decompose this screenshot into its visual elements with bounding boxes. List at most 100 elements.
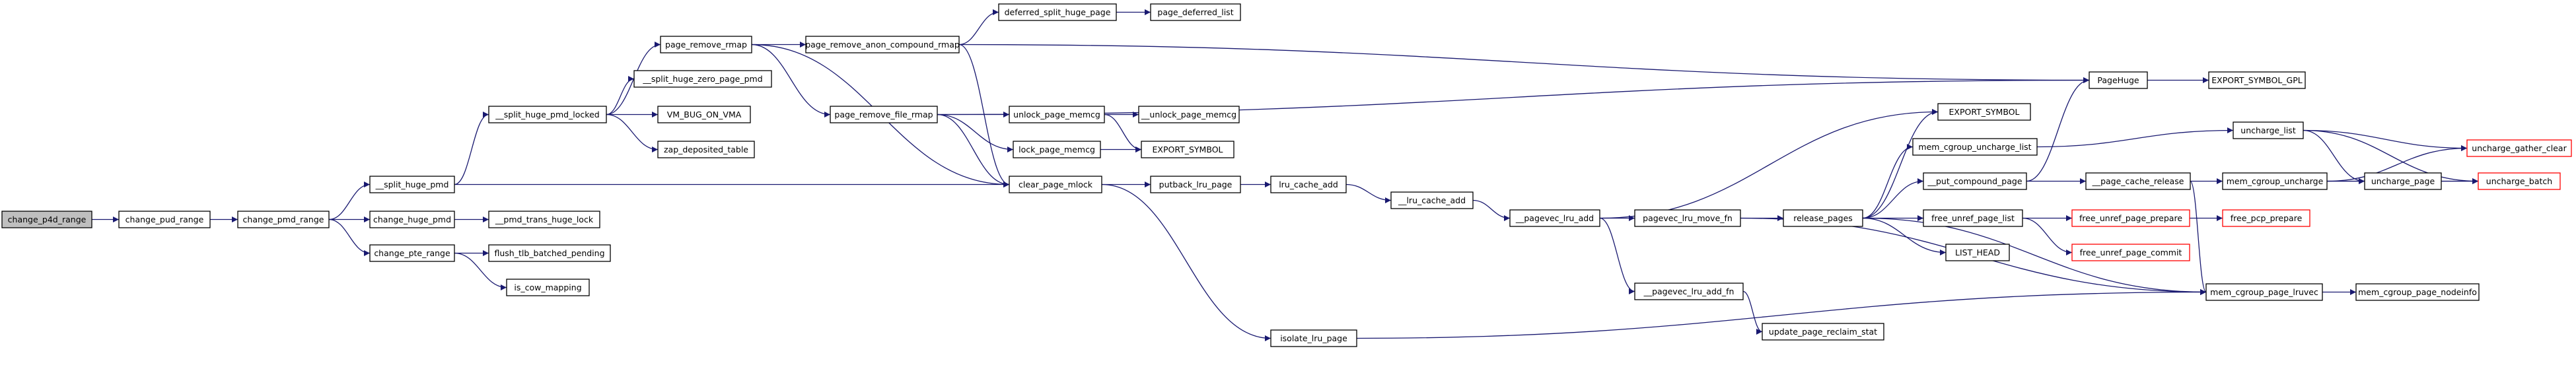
- node-label: __pagevec_lru_add: [1515, 213, 1594, 223]
- node-mem-cgroup-uncharge-list[interactable]: mem_cgroup_uncharge_list: [1912, 138, 2038, 156]
- node-uncharge-list[interactable]: uncharge_list: [2233, 121, 2304, 139]
- node-isolate-lru-page[interactable]: isolate_lru_page: [1270, 329, 1357, 347]
- node-free-unref-page-prepare[interactable]: free_unref_page_prepare: [2071, 209, 2190, 227]
- node-mem-cgroup-uncharge[interactable]: mem_cgroup_uncharge: [2222, 172, 2328, 190]
- node-release-pages[interactable]: release_pages: [1783, 209, 1863, 227]
- node-page-cache-release[interactable]: __page_cache_release: [2085, 172, 2191, 190]
- node-clear-page-mlock[interactable]: clear_page_mlock: [1009, 176, 1102, 193]
- node-label: change_pte_range: [374, 248, 450, 258]
- node-box: [369, 176, 455, 193]
- node-box: [488, 211, 600, 228]
- node-box: [2222, 209, 2310, 227]
- node-export-symbol-right[interactable]: EXPORT_SYMBOL: [1937, 103, 2031, 121]
- node-flush-tlb-batched-pending[interactable]: flush_tlb_batched_pending: [488, 244, 611, 262]
- node-pagevec-lru-move-fn[interactable]: pagevec_lru_move_fn: [1634, 209, 1741, 227]
- node-free-unref-page-commit[interactable]: free_unref_page_commit: [2071, 244, 2190, 261]
- node-box: [488, 244, 611, 262]
- node-free-unref-page-list[interactable]: free_unref_page_list: [1923, 209, 2023, 227]
- edge-change-pmd-range-to-split-huge-pmd: [328, 182, 371, 220]
- node-box: [2355, 283, 2480, 301]
- node-deferred-split-huge-page[interactable]: deferred_split_huge_page: [998, 3, 1117, 21]
- node-unlock-page-memcg[interactable]: unlock_page_memcg: [1009, 106, 1105, 123]
- node-change-pte-range[interactable]: change_pte_range: [369, 244, 455, 262]
- edge-path: [958, 44, 2090, 83]
- node-zap-deposited-table[interactable]: zap_deposited_table: [657, 141, 755, 158]
- node-put-compound-page[interactable]: __put_compound_page: [1923, 172, 2027, 190]
- node-box: [118, 211, 211, 228]
- edge-path: [1862, 217, 2207, 295]
- node-label: page_deferred_list: [1157, 7, 1233, 17]
- node-split-huge-pmd[interactable]: __split_huge_pmd: [369, 176, 455, 193]
- node-update-page-reclaim-stat[interactable]: update_page_reclaim_stat: [1762, 323, 1884, 341]
- node-uncharge-gather-clear[interactable]: uncharge_gather_clear: [2466, 139, 2572, 157]
- node-box: [1150, 176, 1241, 193]
- node-uncharge-batch[interactable]: uncharge_batch: [2478, 172, 2561, 190]
- node-label: release_pages: [1793, 213, 1853, 223]
- node-change-p4d-range[interactable]: change_p4d_range: [1, 211, 92, 228]
- node-label: __split_huge_pmd_locked: [495, 110, 599, 119]
- node-pagevec-lru-add[interactable]: __pagevec_lru_add: [1509, 209, 1600, 227]
- node-change-pud-range[interactable]: change_pud_range: [118, 211, 211, 228]
- node-pagehuge[interactable]: PageHuge: [2089, 71, 2148, 89]
- node-label: __page_cache_release: [2092, 176, 2184, 186]
- node-box: [1009, 176, 1102, 193]
- edge-path: [2190, 180, 2207, 295]
- node-mem-cgroup-page-nodeinfo[interactable]: mem_cgroup_page_nodeinfo: [2355, 283, 2480, 301]
- edge-split-huge-pmd-locked-to-split-huge-zero-page-pmd: [606, 76, 635, 116]
- node-pagevec-lru-add-fn[interactable]: __pagevec_lru_add_fn: [1634, 283, 1744, 300]
- edge-change-pmd-range-to-change-pte-range: [328, 218, 371, 256]
- edge-isolate-lru-page-to-mem-cgroup-page-lruvec: [1356, 289, 2207, 339]
- node-box: [1923, 209, 2023, 227]
- node-export-symbol-mid[interactable]: EXPORT_SYMBOL: [1141, 141, 1234, 158]
- node-export-symbol-gpl[interactable]: EXPORT_SYMBOL_GPL: [2208, 71, 2306, 89]
- node-list-head[interactable]: LIST_HEAD: [1945, 244, 2010, 261]
- node-is-cow-mapping[interactable]: is_cow_mapping: [506, 279, 590, 296]
- node-split-huge-zero-page-pmd[interactable]: __split_huge_zero_page_pmd: [633, 70, 772, 88]
- node-label: update_page_reclaim_stat: [1769, 327, 1877, 337]
- node-change-pmd-range[interactable]: change_pmd_range: [237, 211, 330, 228]
- node-box: [1923, 172, 2027, 190]
- node-lock-page-memcg[interactable]: lock_page_memcg: [1013, 141, 1101, 158]
- node-unlock-page-memcg[interactable]: __unlock_page_memcg: [1138, 106, 1240, 123]
- node-label: __pmd_trans_huge_lock: [495, 215, 594, 224]
- node-page-remove-file-rmap[interactable]: page_remove_file_rmap: [830, 106, 938, 123]
- node-box: [369, 211, 455, 228]
- node-label: EXPORT_SYMBOL_GPL: [2211, 75, 2302, 85]
- node-pmd-trans-huge-lock[interactable]: __pmd_trans_huge_lock: [488, 211, 600, 228]
- node-vm-bug-on-vma[interactable]: VM_BUG_ON_VMA: [657, 106, 751, 123]
- edge-path: [751, 44, 831, 117]
- node-change-huge-pmd[interactable]: change_huge_pmd: [369, 211, 455, 228]
- edge-path: [1472, 199, 1511, 221]
- edge-pagevec-lru-add-fn-to-update-page-reclaim-stat: [1742, 290, 1763, 335]
- node-label: mem_cgroup_uncharge: [2227, 176, 2324, 186]
- node-box: [805, 36, 960, 53]
- node-page-deferred-list[interactable]: page_deferred_list: [1150, 3, 1241, 21]
- edge-page-remove-file-rmap-to-pagehuge: [937, 77, 2090, 116]
- edge-path: [454, 112, 489, 185]
- node-mem-cgroup-page-lruvec[interactable]: mem_cgroup_page_lruvec: [2205, 283, 2323, 301]
- node-box: [2085, 172, 2191, 190]
- node-putback-lru-page[interactable]: putback_lru_page: [1150, 176, 1241, 193]
- node-lru-cache-add[interactable]: __lru_cache_add: [1390, 191, 1474, 209]
- edge-mem-cgroup-uncharge-list-to-uncharge-list: [2036, 127, 2234, 148]
- node-label: free_unref_page_list: [1931, 213, 2015, 223]
- edge-path: [1862, 144, 1914, 219]
- node-label: EXPORT_SYMBOL: [1949, 107, 2019, 117]
- node-lru-cache-add[interactable]: lru_cache_add: [1270, 176, 1347, 193]
- node-box: [2071, 209, 2190, 227]
- node-uncharge-page[interactable]: uncharge_page: [2364, 172, 2442, 190]
- node-free-pcp-prepare[interactable]: free_pcp_prepare: [2222, 209, 2310, 227]
- edge-path: [1862, 217, 1947, 255]
- node-box: [998, 3, 1117, 21]
- edge-path: [1742, 290, 1763, 335]
- node-label: mem_cgroup_uncharge_list: [1918, 142, 2031, 152]
- node-page-remove-anon-compound-rmap[interactable]: page_remove_anon_compound_rmap: [805, 36, 960, 53]
- node-split-huge-pmd-locked[interactable]: __split_huge_pmd_locked: [488, 106, 607, 123]
- node-label: page_remove_file_rmap: [834, 110, 933, 119]
- node-page-remove-rmap[interactable]: page_remove_rmap: [660, 36, 752, 53]
- node-box: [1, 211, 92, 228]
- node-label: __split_huge_zero_page_pmd: [642, 74, 762, 84]
- node-box: [1141, 141, 1234, 158]
- edge-path: [2303, 129, 2468, 151]
- edge-path: [937, 114, 1010, 187]
